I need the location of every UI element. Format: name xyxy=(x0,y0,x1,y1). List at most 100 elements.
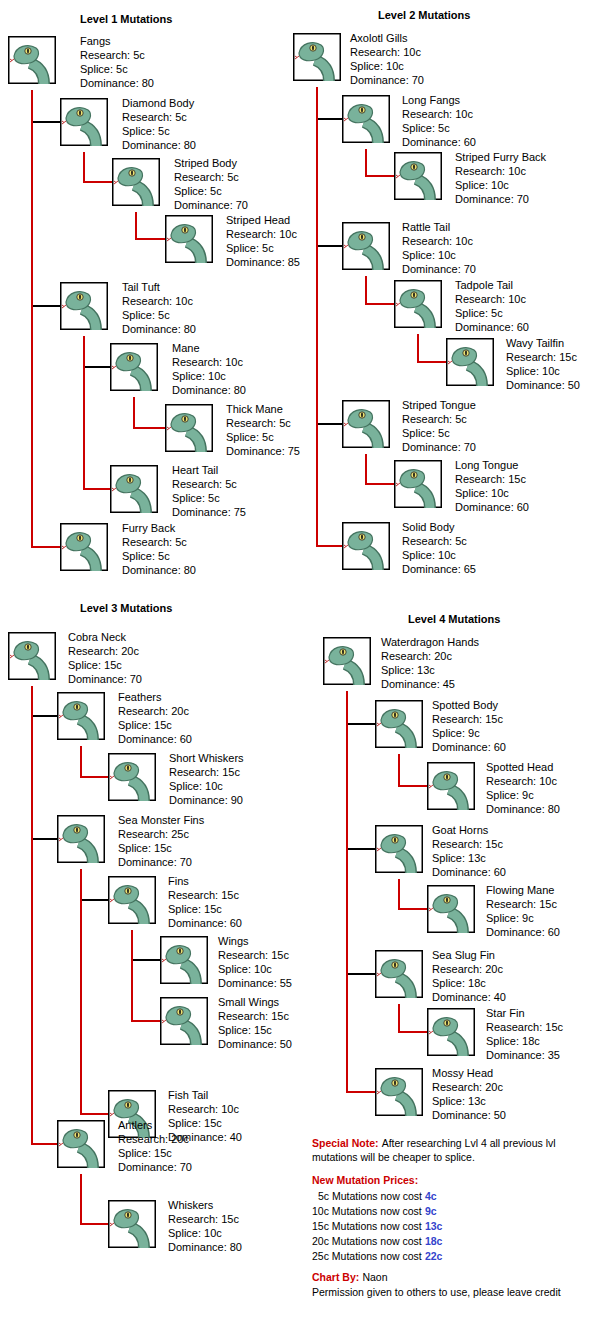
section-title: Level 3 Mutations xyxy=(80,601,172,615)
mutation-text: Flowing ManeResearch: 15cSplice: 9cDomin… xyxy=(486,883,560,939)
mutation-thumbnail xyxy=(108,1200,156,1248)
mutation-stat: Dominance: 70 xyxy=(174,198,248,212)
mutation-thumbnail xyxy=(110,343,158,391)
mutation-thumbnail xyxy=(342,222,390,270)
mutation-stat: Splice: 13c xyxy=(432,851,506,865)
mutation-stat: Splice: 10c xyxy=(402,548,476,562)
mutation-name: Whiskers xyxy=(168,1198,242,1212)
note-text: Level 1 Mutations xyxy=(80,13,172,25)
note-text: 10c Mutations now cost xyxy=(312,1205,422,1217)
mutation-name: Wavy Tailfin xyxy=(506,336,580,350)
mutation-thumbnail xyxy=(60,282,108,330)
mutation-name: Fish Tail xyxy=(168,1088,242,1102)
tree-connector xyxy=(399,754,427,786)
mutation-stat: Dominance: 70 xyxy=(402,440,476,454)
mutation-text: Striped Furry BackResearch: 10cSplice: 1… xyxy=(455,150,546,206)
mutation-text: Tail TuftResearch: 10cSplice: 5cDominanc… xyxy=(122,280,196,336)
mutation-stat: Research: 10c xyxy=(122,294,196,308)
mutation-stat: Dominance: 80 xyxy=(122,563,196,577)
tree-connector xyxy=(366,149,394,176)
mutation-text: WhiskersResearch: 15cSplice: 10cDominanc… xyxy=(168,1198,242,1254)
mutation-stat: Splice: 10c xyxy=(218,962,292,976)
mutation-stat: Splice: 9c xyxy=(486,788,560,802)
mutation-thumbnail xyxy=(108,876,156,924)
mutation-stat: Dominance: 65 xyxy=(402,562,476,576)
mutation-thumbnail xyxy=(323,637,371,685)
mutation-thumbnail xyxy=(394,280,442,328)
mutation-text: Diamond BodyResearch: 5cSplice: 5cDomina… xyxy=(122,96,196,152)
note-text: Level 2 Mutations xyxy=(378,9,470,21)
mutation-stat: Research: 20c xyxy=(68,644,142,658)
mutation-stat: Splice: 18c xyxy=(486,1034,563,1048)
mutation-stat: Splice: 15c xyxy=(68,658,142,672)
mutation-entry: Heart TailResearch: 5cSplice: 5cDominanc… xyxy=(110,465,246,519)
mutation-thumbnail xyxy=(112,158,160,206)
mutation-thumbnail xyxy=(60,98,108,146)
mutation-stat: Splice: 15c xyxy=(168,1116,242,1130)
mutation-text: FangsResearch: 5cSplice: 5cDominance: 80 xyxy=(80,34,154,90)
mutation-stat: Splice: 5c xyxy=(226,241,300,255)
mutation-thumbnail xyxy=(342,522,390,570)
mutation-stat: Splice: 9c xyxy=(486,911,560,925)
mutation-stat: Dominance: 60 xyxy=(486,925,560,939)
mutation-text: Long TongueResearch: 15cSplice: 10cDomin… xyxy=(455,458,529,514)
mutation-stat: Dominance: 60 xyxy=(455,320,529,334)
mutation-stat: Research: 10c xyxy=(226,227,300,241)
mutation-stat: Splice: 10c xyxy=(402,248,476,262)
mutation-thumbnail xyxy=(165,404,213,452)
mutation-stat: Splice: 13c xyxy=(381,663,479,677)
mutation-thumbnail xyxy=(375,950,423,998)
mutation-stat: Dominance: 60 xyxy=(402,135,476,149)
mutation-stat: Research: 20c xyxy=(432,962,506,976)
mutation-text: Striped HeadResearch: 10cSplice: 5cDomin… xyxy=(226,213,300,269)
mutation-stat: Splice: 10c xyxy=(169,779,244,793)
mutation-entry: Mossy HeadResearch: 20cSplice: 13cDomina… xyxy=(375,1068,506,1122)
mutation-stat: Research: 5c xyxy=(402,534,476,548)
mutation-stat: Dominance: 80 xyxy=(172,383,246,397)
price-line: 20c Mutations now cost18c xyxy=(312,1234,442,1248)
mutation-stat: Dominance: 60 xyxy=(455,500,529,514)
mutation-entry: WingsResearch: 15cSplice: 10cDominance: … xyxy=(160,936,292,990)
mutation-text: Striped TongueResearch: 5cSplice: 5cDomi… xyxy=(402,398,476,454)
mutation-entry: Striped Furry BackResearch: 10cSplice: 1… xyxy=(394,152,546,206)
tree-connector xyxy=(132,930,160,1021)
mutation-thumbnail xyxy=(375,1068,423,1116)
mutation-stat: Dominance: 50 xyxy=(506,378,580,392)
mutation-stat: Dominance: 60 xyxy=(432,865,506,879)
tree-connector xyxy=(84,336,110,367)
permission-note: Permission given to others to use, pleas… xyxy=(312,1285,592,1299)
mutation-thumbnail xyxy=(427,1008,475,1056)
mutation-entry: Sea Monster FinsResearch: 25cSplice: 15c… xyxy=(57,815,204,869)
tree-connector xyxy=(32,90,60,306)
highlight-text: Chart By: xyxy=(312,1271,359,1283)
mutation-thumbnail xyxy=(375,825,423,873)
mutation-thumbnail xyxy=(342,400,390,448)
note-text: Level 4 Mutations xyxy=(408,613,500,625)
mutation-stat: Dominance: 80 xyxy=(168,1240,242,1254)
tree-connector xyxy=(317,87,342,546)
mutation-name: Furry Back xyxy=(122,521,196,535)
mutation-entry: Long FangsResearch: 10cSplice: 5cDominan… xyxy=(342,95,476,149)
mutation-name: Fangs xyxy=(80,34,154,48)
tree-connector xyxy=(347,691,375,974)
tree-connector xyxy=(81,1174,108,1224)
tree-connector xyxy=(347,691,375,1092)
mutation-stat: Dominance: 80 xyxy=(122,138,196,152)
mutation-entry: Sea Slug FinResearch: 20cSplice: 18cDomi… xyxy=(375,950,506,1004)
mutation-name: Rattle Tail xyxy=(402,220,476,234)
mutation-thumbnail xyxy=(108,753,156,801)
mutation-stat: Splice: 5c xyxy=(172,491,246,505)
credit-line: Chart By:Naon xyxy=(312,1270,388,1284)
mutation-text: Solid BodyResearch: 5cSplice: 10cDominan… xyxy=(402,520,476,576)
mutation-thumbnail xyxy=(160,997,208,1045)
mutation-stat: Splice: 10c xyxy=(172,369,246,383)
mutation-thumbnail xyxy=(293,33,341,81)
mutation-stat: Splice: 5c xyxy=(122,124,196,138)
mutation-stat: Research: 5c xyxy=(80,48,154,62)
mutation-name: Spotted Body xyxy=(432,698,506,712)
note-text: Naon xyxy=(362,1271,387,1283)
mutation-stat: Splice: 5c xyxy=(226,430,300,444)
mutation-entry: Flowing ManeResearch: 15cSplice: 9cDomin… xyxy=(427,885,560,939)
note-text: 20c Mutations now cost xyxy=(312,1235,422,1247)
